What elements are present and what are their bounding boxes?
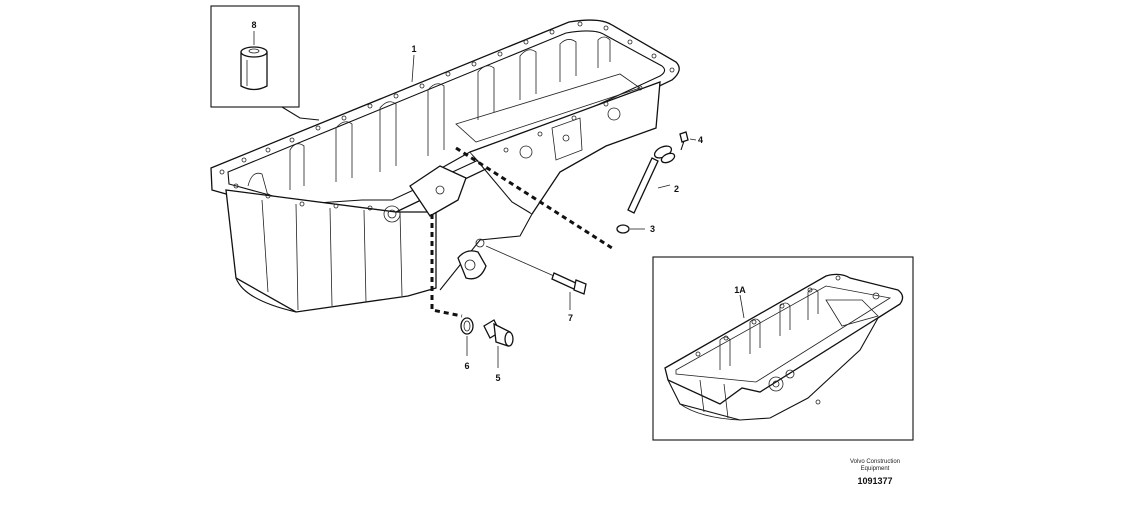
document-number: 1091377: [857, 476, 893, 486]
callout-4: 4: [698, 135, 703, 145]
callout-3: 3: [650, 224, 655, 234]
callout-8: 8: [251, 20, 256, 30]
brand-caption: Volvo Construction Equipment: [835, 459, 915, 473]
detail-box-part-1a: 1A: [652, 256, 914, 441]
guide-line-dipstick: [455, 146, 613, 250]
oil-pan-variant-1a: [664, 273, 904, 421]
callout-1: 1: [411, 44, 416, 54]
guide-line-drain: [430, 214, 463, 318]
sealing-washer-part-6: [460, 317, 474, 335]
dipstick-tube-part-2: [627, 145, 676, 214]
drain-plug-part-5: [483, 319, 514, 347]
detail-box-part-8: 8: [210, 5, 320, 121]
bushing-part-8: [240, 46, 268, 91]
brand-line-2: Equipment: [860, 466, 890, 472]
callout-5: 5: [495, 373, 500, 383]
o-ring-part-3: [616, 224, 630, 234]
brand-line-1: Volvo Construction: [849, 459, 901, 465]
callout-2: 2: [674, 184, 679, 194]
callout-1a: 1A: [734, 285, 746, 295]
oil-pan-part-1: [210, 19, 680, 313]
flange-bolt-part-7: [551, 272, 587, 295]
callout-6: 6: [464, 361, 469, 371]
callout-7: 7: [568, 313, 573, 323]
bolt-part-4: [679, 131, 689, 151]
